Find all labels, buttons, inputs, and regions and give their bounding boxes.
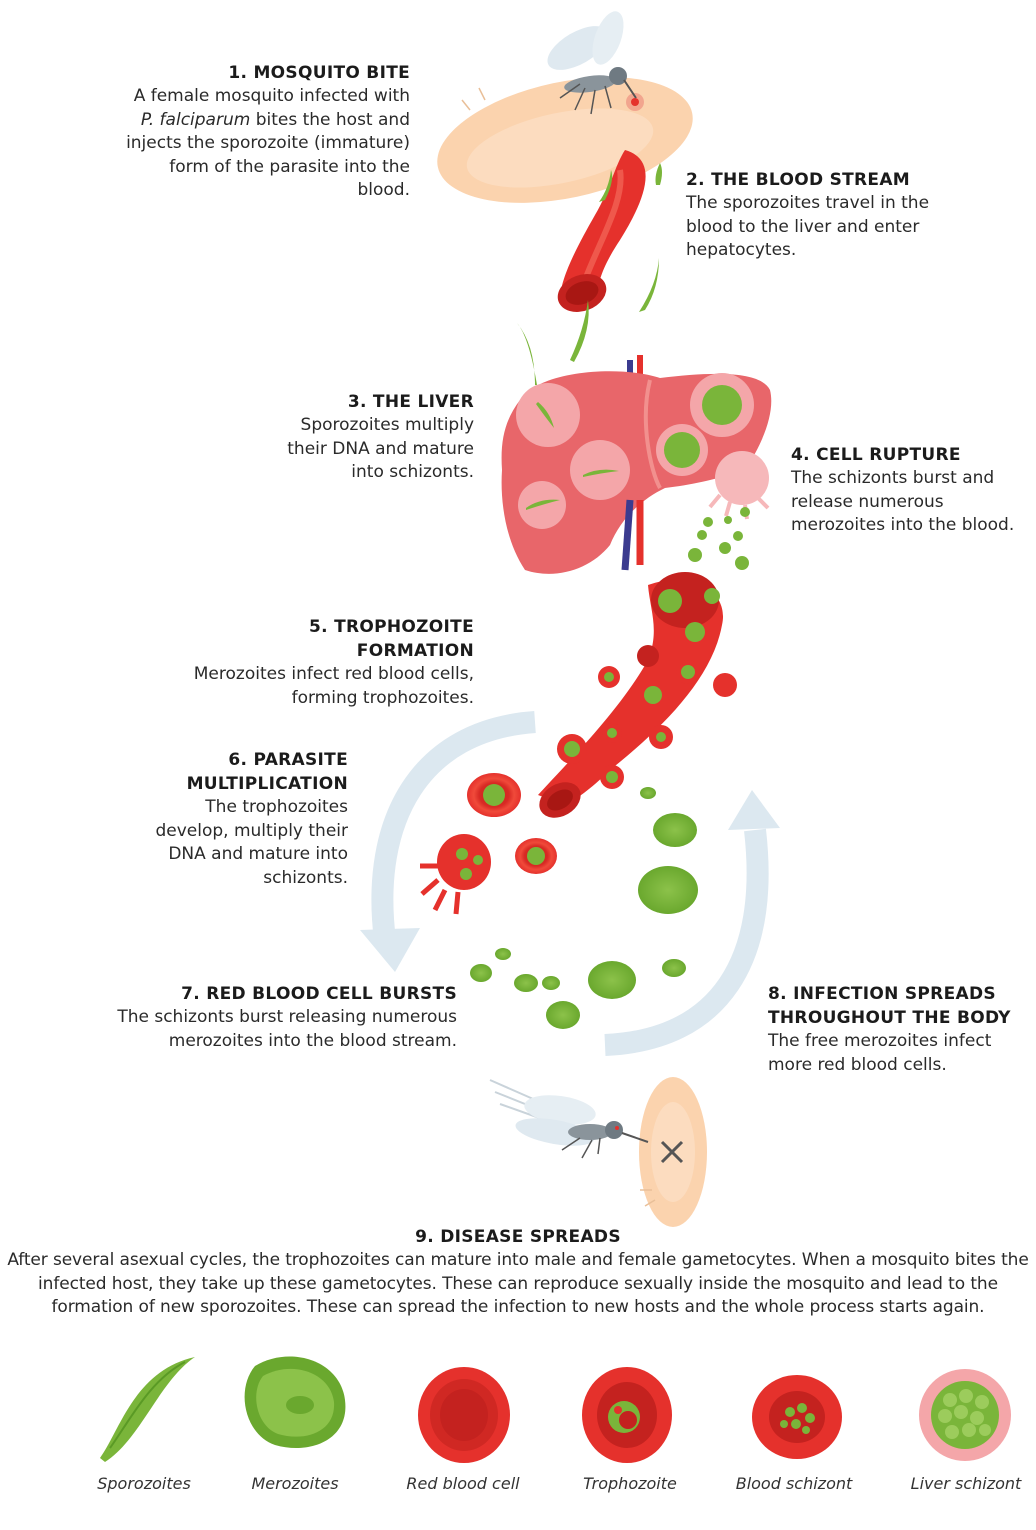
free-merozoites	[470, 787, 698, 1029]
step-3-body: Sporozoites multiply their DNA and matur…	[287, 415, 474, 482]
step-8: 8. INFECTION SPREADS THROUGHOUT THE BODY…	[768, 982, 1018, 1077]
legend-merozoite-icon	[244, 1356, 346, 1448]
legend-label-liver-schizont: Liver schizont	[910, 1474, 1022, 1493]
liver	[501, 355, 772, 574]
step-2-body: The sporozoites travel in the blood to t…	[686, 193, 930, 260]
step-5-body: Merozoites infect red blood cells, formi…	[193, 664, 474, 708]
liver-cell-rupture	[708, 451, 770, 520]
step-4-title: 4. CELL RUPTURE	[791, 445, 961, 465]
legend-red-blood-cell-icon	[418, 1367, 510, 1463]
legend-label-blood-schizont: Blood schizont	[735, 1474, 853, 1493]
step-1-species: P. falciparum	[140, 109, 251, 130]
step-8-body: The free merozoites infect more red bloo…	[768, 1031, 992, 1075]
skin-patch-2	[639, 1077, 707, 1227]
step-1-title: 1. MOSQUITO BITE	[228, 63, 410, 83]
step-4: 4. CELL RUPTURE The schizonts burst and …	[791, 443, 1029, 538]
blood-vessel-upper	[557, 150, 646, 312]
legend-label-red-blood-cell: Red blood cell	[406, 1474, 520, 1493]
step-3: 3. THE LIVER Sporozoites multiply their …	[268, 390, 474, 485]
infected-red-blood-cells	[557, 645, 737, 789]
step-2-title: 2. THE BLOOD STREAM	[686, 170, 910, 190]
step-1-body: A female mosquito infected with P. falci…	[120, 85, 410, 203]
skin-patch	[437, 77, 693, 203]
legend-label-merozoites: Merozoites	[251, 1474, 339, 1493]
step-4-body: The schizonts burst and release numerous…	[791, 468, 1015, 535]
step-6: 6. PARASITE MULTIPLICATION The trophozoi…	[140, 748, 348, 890]
step-6-title: 6. PARASITE MULTIPLICATION	[186, 750, 348, 794]
legend-trophozoite-icon	[582, 1367, 672, 1463]
legend-label-trophozoite: Trophozoite	[583, 1474, 677, 1493]
step-2: 2. THE BLOOD STREAM The sporozoites trav…	[686, 168, 956, 263]
step-7-title: 7. RED BLOOD CELL BURSTS	[181, 984, 457, 1004]
sporozoites-stream	[517, 163, 662, 385]
step-9-body: After several asexual cycles, the tropho…	[7, 1250, 1029, 1317]
step-9: 9. DISEASE SPREADS After several asexual…	[0, 1225, 1036, 1320]
cycle-arrow-right-head	[728, 790, 780, 830]
step-7: 7. RED BLOOD CELL BURSTS The schizonts b…	[90, 982, 457, 1053]
step-5: 5. TROPHOZOITE FORMATION Merozoites infe…	[190, 615, 474, 710]
step-5-title: 5. TROPHOZOITE FORMATION	[309, 617, 474, 661]
cycle-arrow-left-head	[360, 928, 420, 972]
cycle-arrow-right	[604, 828, 769, 1056]
step-9-title: 9. DISEASE SPREADS	[415, 1227, 621, 1247]
legend-sporozoite-icon	[100, 1357, 195, 1462]
step-3-title: 3. THE LIVER	[347, 392, 474, 412]
mosquito-icon	[547, 11, 637, 115]
blood-vessel-lower	[538, 572, 724, 818]
legend-liver-schizont-icon	[919, 1369, 1011, 1461]
step-8-title: 8. INFECTION SPREADS THROUGHOUT THE BODY	[768, 984, 1011, 1028]
merozoites-released	[688, 507, 750, 570]
step-1-body-post: bites the host and injects the sporozoit…	[126, 109, 410, 201]
cycle-arrow-left	[371, 711, 536, 942]
blood-schizonts	[420, 773, 557, 915]
legend-blood-schizont-icon	[752, 1375, 842, 1459]
legend-label-sporozoites: Sporozoites	[97, 1474, 191, 1493]
step-7-body: The schizonts burst releasing numerous m…	[117, 1007, 457, 1051]
step-1-body-pre: A female mosquito infected with	[133, 86, 410, 106]
mosquito-2-icon	[489, 1079, 649, 1159]
step-6-body: The trophozoites develop, multiply their…	[155, 797, 348, 888]
step-1: 1. MOSQUITO BITE A female mosquito infec…	[120, 61, 410, 203]
